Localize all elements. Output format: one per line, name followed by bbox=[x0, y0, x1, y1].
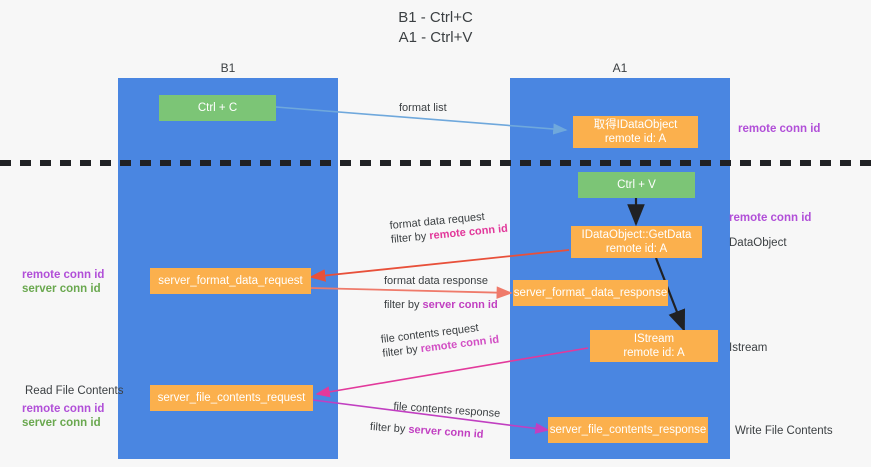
node-ctrl-c-label: Ctrl + C bbox=[197, 102, 238, 114]
side-note-remote-conn-id-mid: remote conn id bbox=[729, 212, 812, 224]
edge-label-format-list-text: format list bbox=[399, 102, 447, 114]
edge-label-file-contents-response-filter: filter by server conn id bbox=[369, 420, 484, 441]
node-server-file-contents-request-label: server_file_contents_request bbox=[157, 392, 306, 404]
edge-label-format-data-response-filter: filter by server conn id bbox=[384, 299, 498, 311]
node-getdata[interactable]: IDataObject::GetData remote id: A bbox=[571, 226, 702, 258]
lane-header-a1-title: A1 bbox=[612, 61, 628, 75]
node-ctrl-v[interactable]: Ctrl + V bbox=[578, 172, 695, 198]
edge-label-file-contents-response-text: file contents response bbox=[393, 400, 501, 420]
conn-id-server: server conn id bbox=[22, 283, 101, 295]
node-server-file-contents-response-label: server_file_contents_response bbox=[549, 424, 707, 436]
node-istream[interactable]: IStream remote id: A bbox=[590, 330, 718, 362]
node-server-format-data-request-label: server_format_data_request bbox=[158, 275, 303, 287]
edge-label-format-data-request: format data request filter by remote con… bbox=[389, 208, 509, 247]
node-idataobject-remote-id: remote id: A bbox=[604, 133, 667, 145]
side-note-conn-ids-bottom: remote conn id server conn id bbox=[22, 402, 104, 430]
node-server-format-data-response[interactable]: server_format_data_response bbox=[513, 280, 668, 306]
side-note-dataobject: DataObject bbox=[729, 237, 787, 249]
edge-label-file-contents-response: file contents response filter by server … bbox=[369, 398, 501, 443]
side-note-istream: Istream bbox=[729, 342, 768, 354]
page-title: B1 - Ctrl+C A1 - Ctrl+V bbox=[398, 9, 473, 46]
lane-header-b1-title: B1 bbox=[220, 61, 236, 75]
node-idataobject[interactable]: 取得IDataObject remote id: A bbox=[573, 116, 698, 148]
side-note-write-file-contents: Write File Contents bbox=[735, 425, 833, 437]
node-server-format-data-response-label: server_format_data_response bbox=[513, 287, 668, 299]
node-server-format-data-request[interactable]: server_format_data_request bbox=[150, 268, 311, 294]
edge-label-format-list: format list bbox=[399, 101, 447, 115]
conn-id-remote: remote conn id bbox=[22, 403, 105, 415]
node-istream-label: IStream bbox=[633, 333, 675, 345]
side-note-remote-conn-id-top: remote conn id bbox=[738, 123, 821, 135]
side-note-read-file-contents: Read File Contents bbox=[25, 385, 124, 397]
edge-label-format-data-response: format data response filter by server co… bbox=[384, 274, 498, 312]
edge-label-format-data-response-text: format data response bbox=[384, 275, 488, 287]
node-istream-remote-id: remote id: A bbox=[623, 347, 685, 359]
conn-id-server: server conn id bbox=[407, 423, 484, 441]
node-idataobject-label: 取得IDataObject bbox=[593, 119, 678, 131]
node-getdata-remote-id: remote id: A bbox=[605, 243, 668, 255]
node-getdata-label: IDataObject::GetData bbox=[581, 229, 692, 241]
node-ctrl-v-label: Ctrl + V bbox=[617, 179, 656, 191]
conn-id-server: server conn id bbox=[422, 299, 498, 311]
node-server-file-contents-request[interactable]: server_file_contents_request bbox=[150, 385, 313, 411]
conn-id-remote: remote conn id bbox=[22, 269, 105, 281]
conn-id-server: server conn id bbox=[22, 417, 101, 429]
edge-label-file-contents-request: file contents request filter by remote c… bbox=[380, 319, 500, 361]
node-server-file-contents-response[interactable]: server_file_contents_response bbox=[548, 417, 708, 443]
side-note-conn-ids-mid: remote conn id server conn id bbox=[22, 268, 104, 296]
node-ctrl-c[interactable]: Ctrl + C bbox=[159, 95, 276, 121]
